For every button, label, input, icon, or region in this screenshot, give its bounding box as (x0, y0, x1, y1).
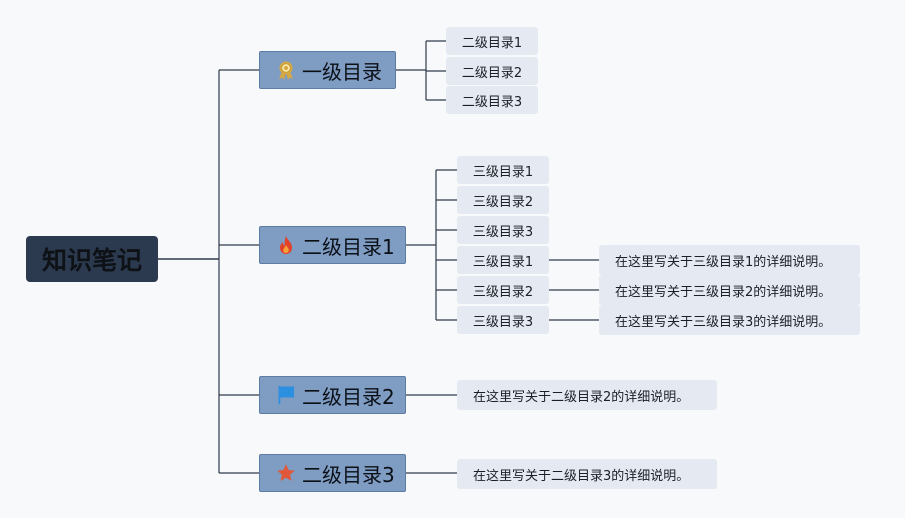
root-label: 知识笔记 (41, 246, 142, 275)
award-ribbon-icon (276, 60, 296, 80)
detail-note[interactable]: 在这里写关于二级目录3的详细说明。 (457, 459, 717, 489)
sub-node[interactable]: 三级目录3 (457, 306, 549, 334)
flag-icon (276, 385, 296, 405)
detail-note[interactable]: 在这里写关于三级目录2的详细说明。 (599, 275, 860, 305)
sub-node-label: 三级目录2 (472, 194, 534, 210)
sub-node-label: 三级目录3 (472, 224, 534, 240)
sub-node-label: 三级目录3 (472, 314, 534, 330)
sub-node-label: 二级目录2 (461, 65, 523, 81)
detail-note[interactable]: 在这里写关于三级目录3的详细说明。 (599, 305, 860, 335)
sub-node-label: 三级目录1 (472, 164, 534, 180)
sub-node[interactable]: 二级目录1 (446, 27, 538, 55)
sub-node-label: 三级目录2 (472, 284, 534, 300)
sub-node[interactable]: 二级目录2 (446, 57, 538, 85)
detail-note-text: 在这里写关于三级目录3的详细说明。 (615, 314, 832, 330)
detail-note-text: 在这里写关于三级目录1的详细说明。 (615, 254, 832, 270)
sub-node-label: 二级目录1 (461, 35, 523, 51)
sub-node[interactable]: 三级目录1 (457, 246, 549, 274)
sub-node[interactable]: 三级目录1 (457, 156, 549, 184)
sub-node-label: 三级目录1 (472, 254, 534, 270)
branch-node-1[interactable]: 一级目录 (259, 51, 396, 89)
branch-label-1: 一级目录 (302, 59, 382, 84)
branch-node-4[interactable]: 二级目录3 (259, 454, 406, 492)
detail-note[interactable]: 在这里写关于二级目录2的详细说明。 (457, 380, 717, 410)
detail-note-text: 在这里写关于三级目录2的详细说明。 (615, 284, 832, 300)
sub-node[interactable]: 三级目录3 (457, 216, 549, 244)
sub-node-label: 二级目录3 (461, 94, 523, 110)
root-node[interactable]: 知识笔记 (26, 236, 158, 282)
sub-node[interactable]: 三级目录2 (457, 276, 549, 304)
sub-node[interactable]: 二级目录3 (446, 86, 538, 114)
star-icon (276, 463, 296, 483)
branch-node-2[interactable]: 二级目录1 (259, 226, 406, 264)
branch-label-3: 二级目录2 (302, 384, 395, 409)
detail-note-text: 在这里写关于二级目录2的详细说明。 (473, 389, 690, 405)
sub-node[interactable]: 三级目录2 (457, 186, 549, 214)
branch-label-2: 二级目录1 (302, 234, 395, 259)
detail-note[interactable]: 在这里写关于三级目录1的详细说明。 (599, 245, 860, 275)
branch-label-4: 二级目录3 (302, 462, 395, 487)
branch-node-3[interactable]: 二级目录2 (259, 376, 406, 414)
fire-icon (276, 235, 296, 255)
detail-note-text: 在这里写关于二级目录3的详细说明。 (473, 468, 690, 484)
